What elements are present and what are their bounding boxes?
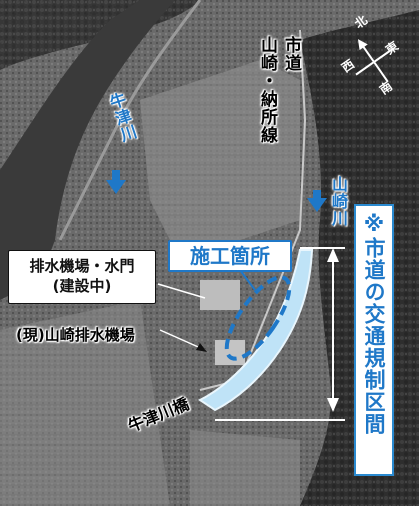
city-road-name: 山崎・納所線 [257,36,277,144]
yamazaki-river-label: 山崎川 [329,176,348,227]
leader-line-construction [239,269,256,291]
regulation-arrow-top [327,248,339,262]
city-road-title: 市道 [281,36,301,72]
compass-icon [355,39,393,83]
river-embankment [58,0,202,241]
field-area-bottom-left [0,300,170,506]
field-area-bottom [190,430,300,506]
construction-site-ellipse [224,275,292,361]
leader-line-current-station [159,329,206,351]
building-pumping-station-current [215,340,245,365]
new-drainage-station-line2: (建設中) [52,277,112,295]
leader-line-new-station [157,283,206,299]
field-area [140,60,300,260]
down-arrow-icon [307,190,327,212]
ushizu-river [0,0,175,300]
down-arrow-icon [106,170,126,194]
new-drainage-station-line1: 排水機場・水門 [29,257,135,275]
new-drainage-station-label: 排水機場・水門 (建設中) [8,250,156,304]
construction-site-label: 施工箇所 [168,240,292,272]
leader-arrowhead [196,343,207,352]
regulation-arrow-bottom [327,398,339,412]
regulation-section-notice: ※市道の交通規制区間 [354,204,394,476]
building-pumping-station-new [200,280,240,310]
current-drainage-station-label: (現)山崎排水機場 [16,326,135,344]
